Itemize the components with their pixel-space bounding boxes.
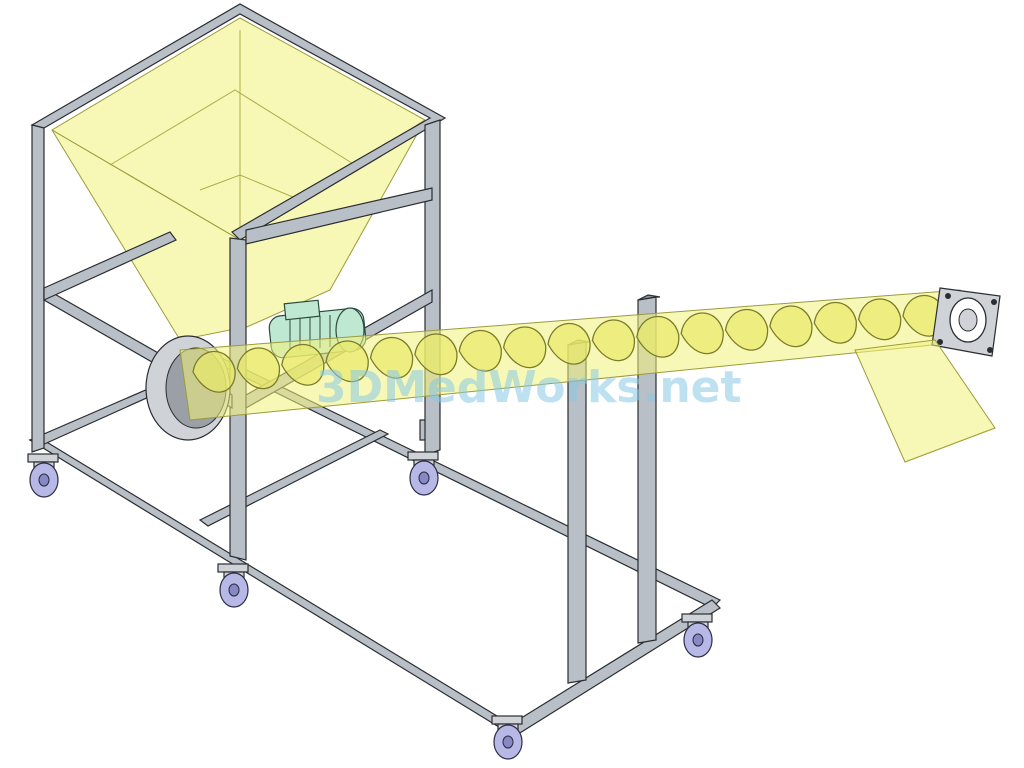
caster-wheel-icon bbox=[217, 563, 249, 608]
screw-flight bbox=[369, 336, 414, 379]
top-square-frame bbox=[30, 3, 447, 241]
leg-front-left bbox=[31, 124, 45, 453]
upper-mid-rail bbox=[245, 187, 433, 245]
caster-wheel-icon bbox=[681, 613, 713, 658]
hopper bbox=[51, 17, 426, 341]
caster-mount bbox=[491, 715, 523, 725]
caster-hub bbox=[38, 473, 50, 487]
screw-flight bbox=[591, 319, 636, 362]
screw-flight bbox=[192, 350, 236, 393]
hopper-inner-edge bbox=[109, 89, 356, 166]
screw-flight bbox=[636, 315, 680, 358]
caster-wheels bbox=[27, 451, 713, 760]
discharge-chute bbox=[854, 339, 996, 463]
screw-flights bbox=[192, 294, 946, 393]
screw-flight bbox=[502, 326, 547, 369]
discharge-chute-edge bbox=[904, 427, 996, 463]
motor-terminal-box bbox=[283, 299, 321, 321]
hopper-throat-edge bbox=[199, 174, 301, 201]
caster-mount bbox=[27, 453, 59, 463]
screw-flight bbox=[281, 343, 325, 386]
flange-bolts bbox=[937, 293, 997, 353]
caster-wheel-icon bbox=[491, 715, 523, 760]
caster-wheel-icon bbox=[407, 451, 439, 496]
screw-conveyor-icon bbox=[179, 287, 1001, 463]
base-cross-rail bbox=[198, 429, 390, 527]
support-post-rear-cap bbox=[637, 294, 661, 301]
screw-flight bbox=[769, 305, 813, 348]
caster-mount bbox=[217, 563, 249, 573]
screw-flight bbox=[857, 298, 902, 341]
screw-flight bbox=[458, 329, 502, 372]
mid-rail-left bbox=[43, 231, 177, 301]
screw-flight bbox=[236, 347, 281, 390]
screw-flight bbox=[414, 333, 458, 376]
caster-wheel-icon bbox=[27, 453, 59, 498]
base-frame bbox=[28, 357, 722, 737]
screw-flight bbox=[547, 322, 591, 365]
watermark-text: 3DMedWorks.net bbox=[316, 362, 742, 413]
caster-mount bbox=[681, 613, 713, 623]
screw-flight bbox=[325, 340, 369, 383]
screw-flight bbox=[813, 301, 857, 344]
screw-flight bbox=[724, 308, 769, 351]
caster-hub bbox=[502, 735, 514, 749]
end-shaft bbox=[958, 308, 978, 332]
caster-hub bbox=[692, 633, 704, 647]
caster-mount bbox=[407, 451, 439, 461]
screw-flight bbox=[680, 312, 724, 355]
caster-hub bbox=[228, 583, 240, 597]
caster-hub bbox=[418, 471, 430, 485]
